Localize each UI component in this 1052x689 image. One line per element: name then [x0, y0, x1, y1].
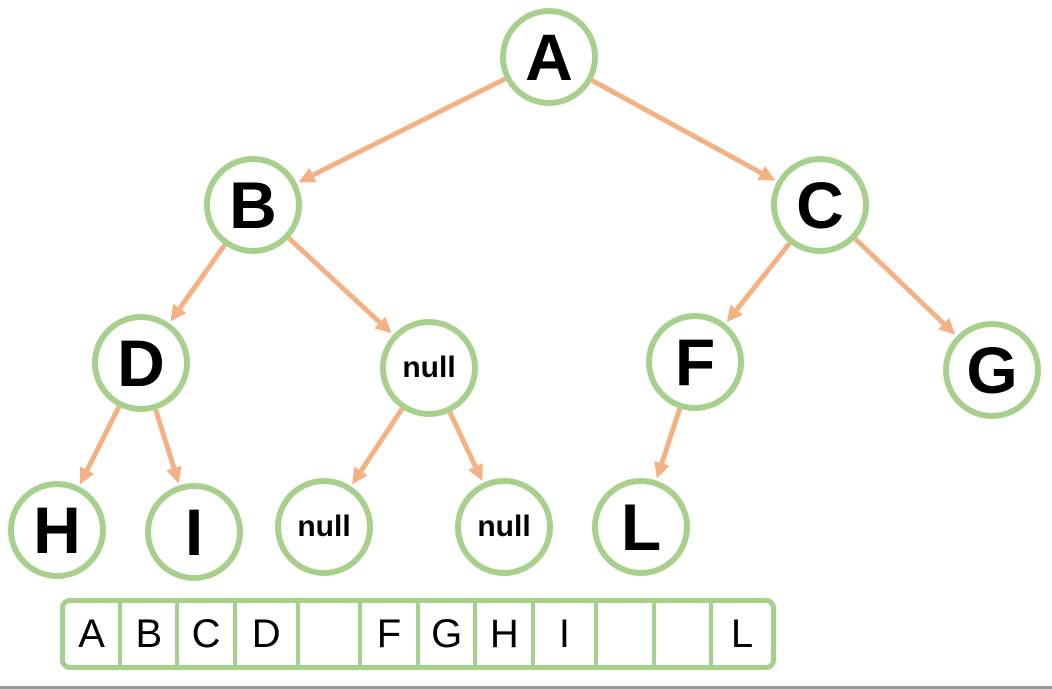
node-label: I: [184, 495, 204, 569]
edge-arrowhead: [166, 465, 182, 484]
tree-node-f: F: [646, 313, 744, 411]
edge-arrowhead: [726, 304, 743, 323]
array-cell: A: [65, 603, 123, 665]
array-cell: B: [122, 603, 180, 665]
edge-line: [734, 241, 792, 312]
tree-node-h: H: [8, 481, 106, 579]
node-label: H: [33, 493, 81, 567]
edge-line: [447, 411, 478, 468]
array-cell: L: [730, 611, 754, 656]
node-label: L: [620, 490, 662, 564]
array-storage: A B C D F G H I L: [60, 598, 776, 670]
edge-d-i: [153, 409, 182, 484]
edge-null1-null2: [352, 407, 405, 485]
array-cell: H: [477, 603, 536, 665]
edge-line: [659, 407, 683, 465]
node-label: B: [229, 168, 277, 242]
edge-arrowhead: [352, 466, 368, 485]
edge-arrowhead: [374, 316, 392, 334]
edge-a-b: [298, 76, 507, 183]
edge-a-c: [590, 78, 776, 181]
array-cell: [598, 603, 656, 665]
edge-line: [853, 237, 946, 326]
bottom-rule: [0, 686, 1052, 689]
edge-line: [287, 236, 382, 325]
edge-c-g: [853, 237, 956, 335]
edge-null1-null3: [447, 411, 483, 481]
edge-arrowhead: [757, 165, 776, 181]
tree-node-c: C: [771, 156, 869, 254]
edge-line: [153, 409, 177, 469]
tree-node-d: D: [92, 314, 190, 412]
tree-node-l: L: [592, 478, 690, 576]
node-label: A: [525, 20, 573, 94]
node-label: G: [966, 333, 1018, 407]
edge-line: [177, 243, 227, 310]
node-label: F: [674, 325, 716, 399]
edge-f-l: [654, 407, 683, 479]
tree-node-null: null: [275, 478, 373, 576]
tree-node-null: null: [455, 478, 553, 576]
array-cell: C: [179, 603, 237, 665]
tree-node-null: null: [380, 319, 478, 417]
edge-arrowhead: [79, 466, 95, 485]
tree-node-i: I: [145, 483, 243, 581]
node-label: null: [477, 510, 531, 543]
edge-line: [590, 78, 763, 176]
edge-d-h: [79, 405, 122, 485]
edge-arrowhead: [654, 460, 670, 479]
array-cell: G: [420, 603, 478, 665]
tree-node-b: B: [204, 156, 302, 254]
edge-line: [311, 76, 507, 178]
tree-node-a: A: [500, 8, 598, 106]
edge-line: [84, 405, 122, 472]
edge-b-d: [170, 243, 227, 322]
node-label: null: [402, 351, 456, 384]
edge-line: [358, 407, 405, 473]
array-cell: F: [362, 603, 421, 665]
node-label: null: [297, 510, 351, 543]
edge-arrowhead: [298, 167, 317, 183]
array-cell: [300, 603, 362, 665]
edge-arrowhead: [938, 317, 956, 335]
node-label: C: [796, 168, 844, 242]
tree-node-g: G: [943, 321, 1041, 419]
array-cell: I: [535, 603, 598, 665]
array-cell: D: [237, 603, 300, 665]
edge-arrowhead: [170, 303, 187, 322]
array-cell: [656, 603, 713, 665]
edge-arrowhead: [468, 462, 483, 481]
edge-c-f: [726, 241, 792, 323]
edge-b-null1: [287, 236, 392, 334]
node-label: D: [117, 326, 165, 400]
